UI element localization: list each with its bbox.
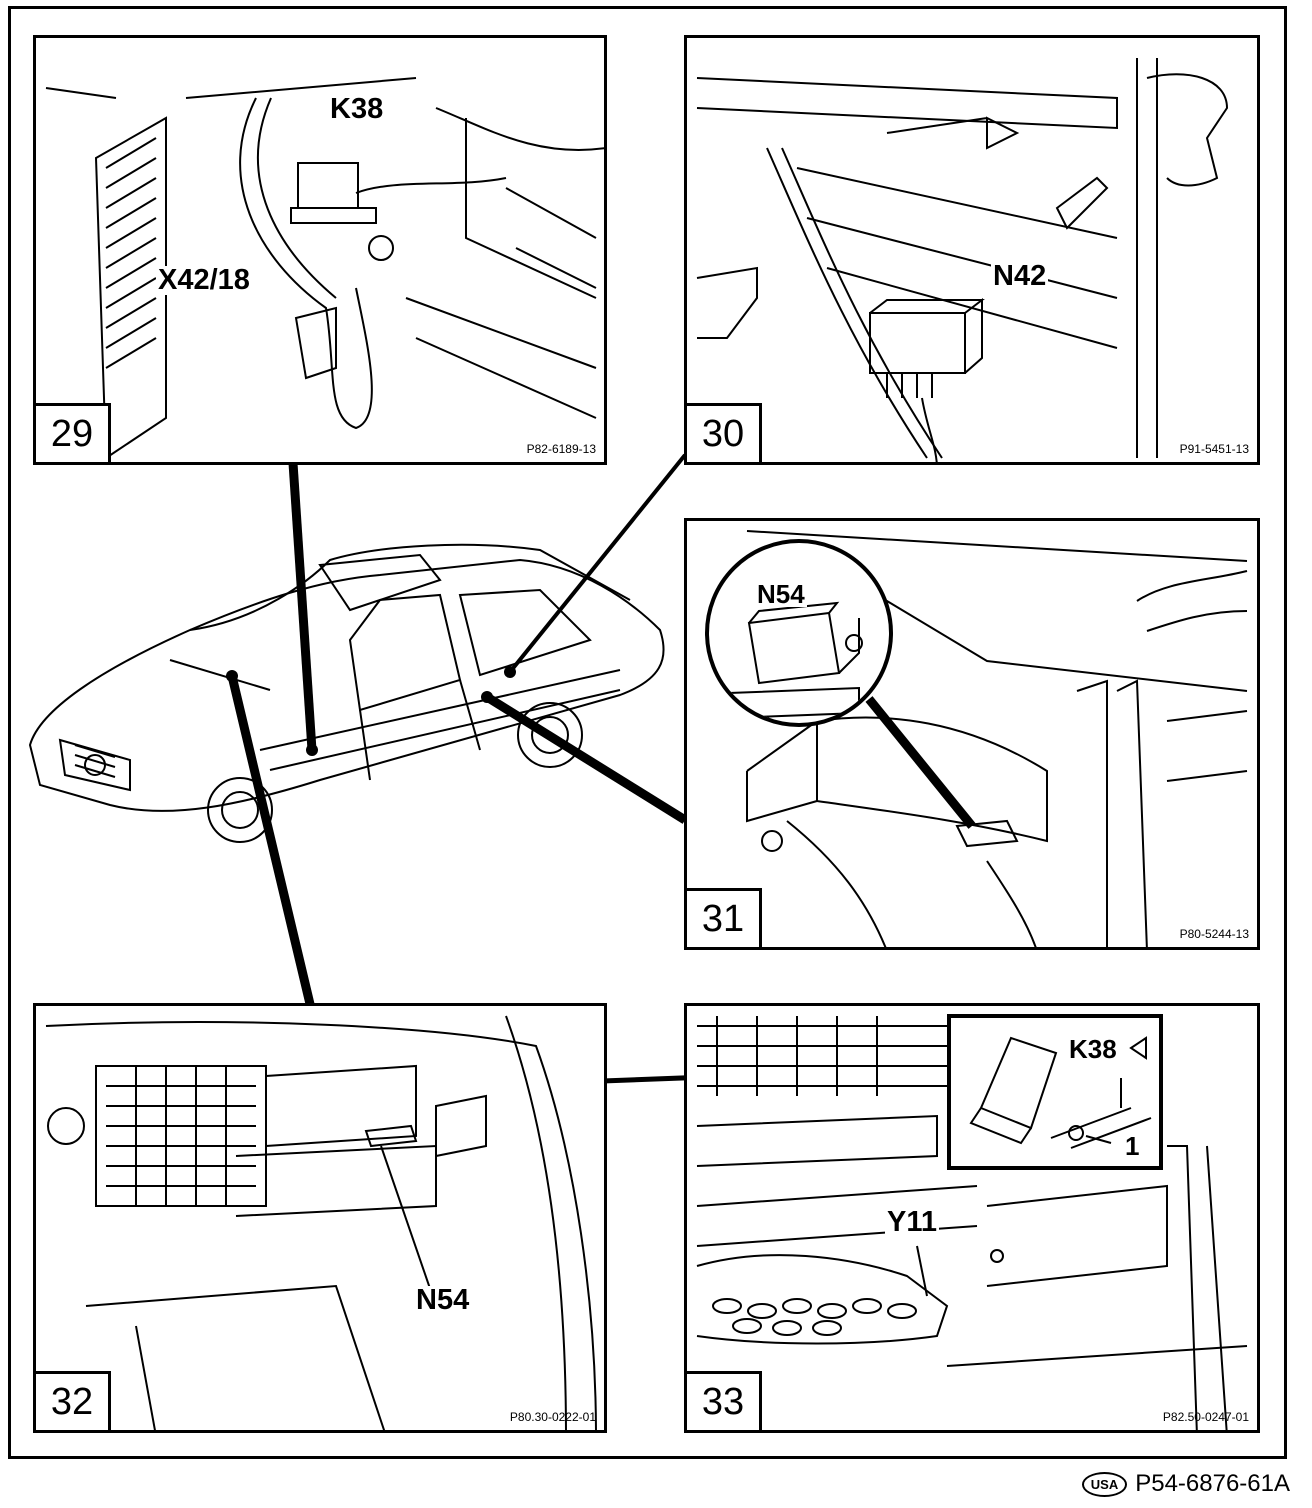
panel-32: N54 32 P80.30-0222-01	[33, 1003, 607, 1433]
panel-number-29: 29	[36, 403, 111, 462]
panel-30-illustration	[696, 58, 1229, 462]
label-n54: N54	[414, 1284, 472, 1316]
k38-detail-illustration	[969, 1036, 1152, 1149]
n54-detail-inset: N54	[705, 539, 893, 727]
usa-badge: USA	[1081, 1471, 1128, 1497]
label-y11: Y11	[885, 1206, 939, 1238]
figure-code: P54-6876-61A	[1135, 1470, 1290, 1497]
panel-code-31: P80-5244-13	[1179, 927, 1249, 941]
panel-31: N54 31 P80-5244-13	[684, 518, 1260, 950]
panel-number-32: 32	[36, 1371, 111, 1430]
panel-code-30: P91-5451-13	[1179, 442, 1249, 456]
panel-33: K38 1 Y11 33 P82.50-0247-01	[684, 1003, 1260, 1433]
figure-frame	[8, 6, 1287, 1459]
panel-code-33: P82.50-0247-01	[1162, 1410, 1249, 1424]
panel-29: K38 X42/18 29 P82-6189-13	[33, 35, 607, 465]
k38-detail-inset: K38 1	[947, 1014, 1163, 1170]
label-n42: N42	[991, 260, 1049, 292]
car-overview-illustration	[28, 543, 665, 843]
label-x42-18: X42/18	[156, 264, 252, 296]
panel-30: N42 30 P91-5451-13	[684, 35, 1260, 465]
panel-number-33: 33	[687, 1371, 762, 1430]
panel-code-29: P82-6189-13	[526, 442, 596, 456]
n54-detail-illustration	[728, 601, 863, 720]
panel-29-illustration	[45, 77, 604, 460]
label-n54-inset: N54	[755, 579, 807, 609]
label-k38-inset: K38	[1067, 1034, 1119, 1064]
label-k38: K38	[328, 93, 386, 125]
panel-code-32: P80.30-0222-01	[509, 1410, 596, 1424]
panel-number-30: 30	[687, 403, 762, 462]
figure-reference: USA P54-6876-61A	[1081, 1470, 1290, 1498]
panel-32-illustration	[45, 1015, 597, 1430]
panel-number-31: 31	[687, 888, 762, 947]
panel-31-illustration	[746, 530, 1248, 947]
panel-33-illustration	[696, 1016, 1248, 1430]
label-item-1: 1	[1123, 1131, 1142, 1161]
